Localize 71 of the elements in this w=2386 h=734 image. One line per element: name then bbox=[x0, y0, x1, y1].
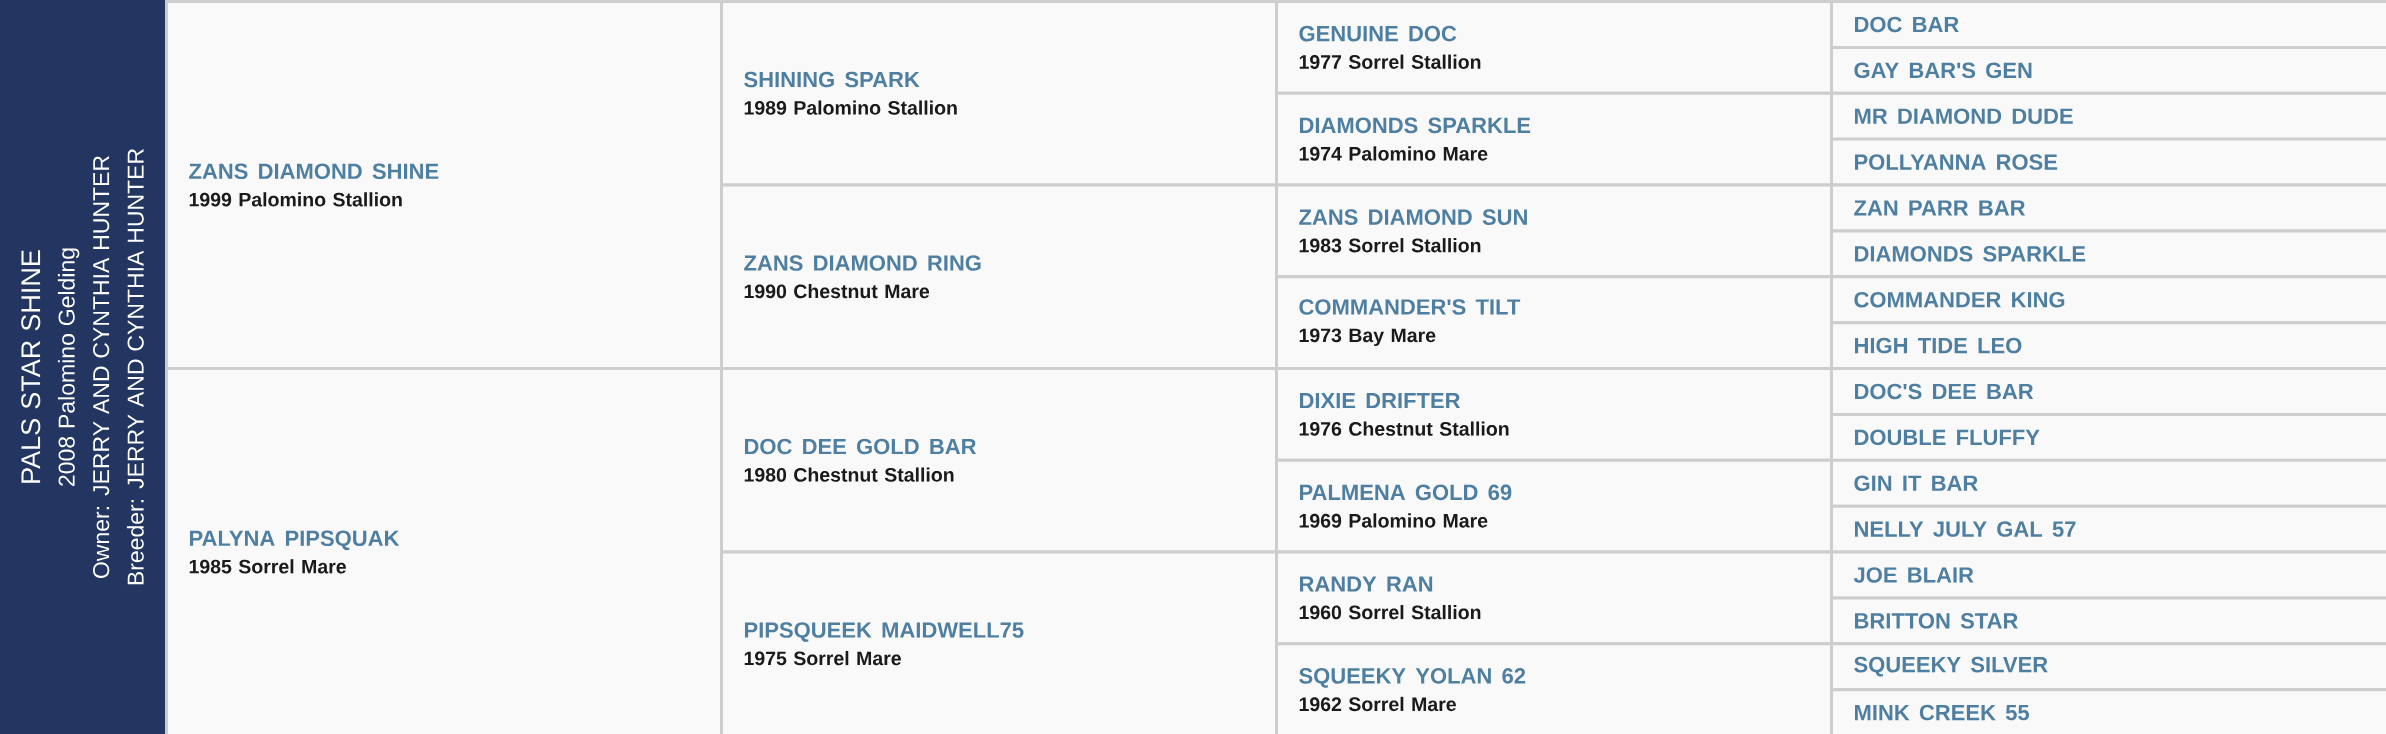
horse-name: PALMENA GOLD 69 bbox=[1300, 484, 1512, 501]
pedigree-cell bbox=[1830, 367, 2386, 416]
horse-details: Breeder: JERRY AND CYNTHIA HUNTER bbox=[126, 149, 144, 585]
horse-details: 1985 Sorrel Mare bbox=[189, 559, 346, 574]
horse-details: 1989 Palomino Stallion bbox=[744, 100, 957, 115]
horse-name: PIPSQUEEK MAIDWELL75 bbox=[745, 622, 1024, 642]
pedigree-cell bbox=[720, 367, 1278, 554]
horse-details: 1962 Sorrel Mare bbox=[1299, 696, 1456, 712]
pedigree-cell bbox=[1275, 458, 1833, 554]
horse-details: 2008 Palomino Gelding bbox=[57, 248, 80, 486]
horse-name: ZANS DIAMOND RING bbox=[744, 255, 981, 271]
pedigree-cell bbox=[1830, 0, 2386, 49]
horse-name: HIGH TIDE LEO bbox=[1855, 337, 2022, 354]
horse-name: DOUBLE FLUFFY bbox=[1855, 429, 2040, 446]
pedigree-cell bbox=[1275, 0, 1833, 95]
horse-name: RANDY RAN bbox=[1300, 576, 1433, 592]
horse-name: GENUINE DOC bbox=[1299, 25, 1457, 42]
pedigree-cell bbox=[1830, 321, 2386, 370]
horse-name: GIN IT BAR bbox=[1854, 475, 1978, 491]
horse-details: 1983 Sorrel Stallion bbox=[1299, 238, 1481, 253]
horse-name: BRITTON STAR bbox=[1855, 613, 2018, 629]
pedigree-cell bbox=[720, 183, 1278, 370]
pedigree-cell bbox=[1275, 91, 1833, 187]
horse-details: Owner: JERRY AND CYNTHIA HUNTER bbox=[93, 156, 110, 578]
pedigree-cell bbox=[1275, 642, 1833, 734]
horse-details: 1960 Sorrel Stallion bbox=[1299, 604, 1481, 620]
horse-name: DIAMONDS SPARKLE bbox=[1855, 246, 2086, 262]
horse-name: SHINING SPARK bbox=[744, 71, 920, 88]
pedigree-cell bbox=[1275, 275, 1833, 370]
horse-name: DIXIE DRIFTER bbox=[1300, 392, 1461, 409]
horse-name: PALYNA PIPSQUAK bbox=[190, 530, 400, 551]
horse-details: 1973 Bay Mare bbox=[1299, 328, 1436, 347]
horse-banner bbox=[0, 0, 165, 734]
horse-name: MR DIAMOND DUDE bbox=[1855, 108, 2073, 124]
horse-name: DIAMONDS SPARKLE bbox=[1300, 117, 1531, 134]
horse-name: SQUEEKY SILVER bbox=[1854, 656, 2048, 677]
horse-details: 1977 Sorrel Stallion bbox=[1299, 54, 1481, 69]
horse-name: DOC BAR bbox=[1855, 16, 1959, 33]
pedigree-cell bbox=[720, 550, 1278, 734]
horse-name: COMMANDER'S TILT bbox=[1299, 299, 1521, 315]
pedigree-cell bbox=[165, 367, 723, 734]
horse-details: 1999 Palomino Stallion bbox=[189, 192, 402, 207]
pedigree-cell bbox=[165, 0, 723, 370]
pedigree-cell bbox=[1830, 91, 2386, 141]
pedigree-cell bbox=[1830, 504, 2386, 554]
horse-details: 1969 Palomino Mare bbox=[1299, 513, 1488, 528]
pedigree-cell bbox=[1830, 45, 2386, 95]
horse-name: POLLYANNA ROSE bbox=[1855, 154, 2058, 170]
horse-name: NELLY JULY GAL 57 bbox=[1855, 521, 2076, 537]
pedigree-cell bbox=[1830, 458, 2386, 508]
horse-name: SQUEEKY YOLAN 62 bbox=[1299, 668, 1526, 688]
horse-name: ZANS DIAMOND SUN bbox=[1299, 209, 1527, 225]
horse-name: DOC DEE GOLD BAR bbox=[745, 438, 977, 455]
pedigree-cell bbox=[1275, 367, 1833, 462]
pedigree-cell bbox=[1830, 688, 2386, 734]
horse-name: ZANS DIAMOND SHINE bbox=[189, 163, 439, 180]
horse-name: DOC'S DEE BAR bbox=[1855, 383, 2034, 400]
horse-details: 1974 Palomino Mare bbox=[1299, 146, 1488, 161]
pedigree-cell bbox=[1830, 137, 2386, 187]
horse-name: COMMANDER KING bbox=[1854, 291, 2065, 308]
horse-name: JOE BLAIR bbox=[1853, 567, 1974, 583]
horse-name: MINK CREEK 55 bbox=[1855, 704, 2030, 721]
horse-details: 1975 Sorrel Mare bbox=[744, 650, 901, 666]
horse-title: PALS STAR SHINE bbox=[21, 250, 41, 483]
horse-details: 1990 Chestnut Mare bbox=[744, 283, 930, 299]
horse-details: 1976 Chestnut Stallion bbox=[1299, 421, 1509, 436]
pedigree-cell bbox=[720, 0, 1278, 187]
horse-name: GAY BAR'S GEN bbox=[1854, 62, 2032, 79]
horse-name: ZAN PARR BAR bbox=[1854, 200, 2026, 216]
pedigree-cell bbox=[1830, 412, 2386, 462]
horse-details: 1980 Chestnut Stallion bbox=[744, 467, 954, 482]
